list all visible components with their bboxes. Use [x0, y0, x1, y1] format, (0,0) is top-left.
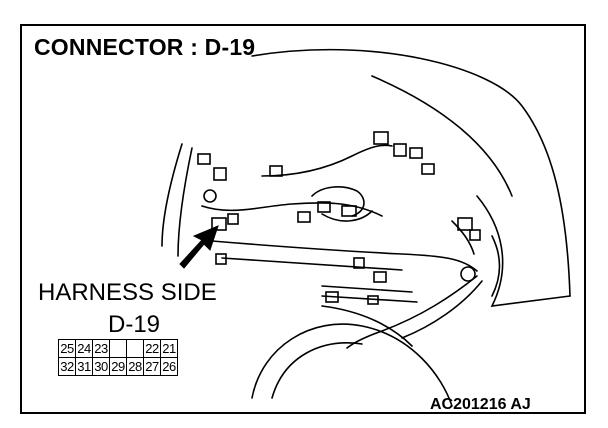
- page-title: CONNECTOR : D-19: [34, 34, 256, 60]
- diagram-frame: CONNECTOR : D-19 HARNESS SIDE D-19 25 24…: [20, 24, 586, 414]
- pin-cell: 26: [160, 357, 178, 376]
- connector: [197, 153, 211, 165]
- wheel-arch: [251, 323, 453, 407]
- door-outline: [161, 143, 183, 247]
- figure-code: AC201216 AJ: [430, 396, 531, 413]
- body-outline: [251, 48, 571, 297]
- pin-cell: 32: [58, 357, 76, 376]
- pin-cell: 27: [143, 357, 161, 376]
- pin-cell: 31: [75, 357, 93, 376]
- pin-cell: 28: [126, 357, 144, 376]
- pin-cell: 25: [58, 339, 76, 358]
- pin-cell: 21: [160, 339, 178, 358]
- pin-cell: 29: [109, 357, 127, 376]
- connector-pin-grid: 25 24 23 22 21 32 31 30 29 28 27 26: [58, 339, 178, 376]
- pin-row-bottom: 32 31 30 29 28 27 26: [58, 357, 178, 376]
- pin-cell: 22: [143, 339, 161, 358]
- harness-side-label: HARNESS SIDE: [38, 279, 217, 306]
- connector-id-label: D-19: [108, 311, 161, 338]
- pin-cell: 23: [92, 339, 110, 358]
- pin-cell: 24: [75, 339, 93, 358]
- pin-cell-blank: [126, 339, 144, 358]
- pin-cell-blank: [109, 339, 127, 358]
- pointer-arrow: [179, 225, 219, 269]
- vehicle-harness-drawing: [161, 48, 571, 407]
- pin-cell: 30: [92, 357, 110, 376]
- pin-row-top: 25 24 23 22 21: [58, 339, 178, 358]
